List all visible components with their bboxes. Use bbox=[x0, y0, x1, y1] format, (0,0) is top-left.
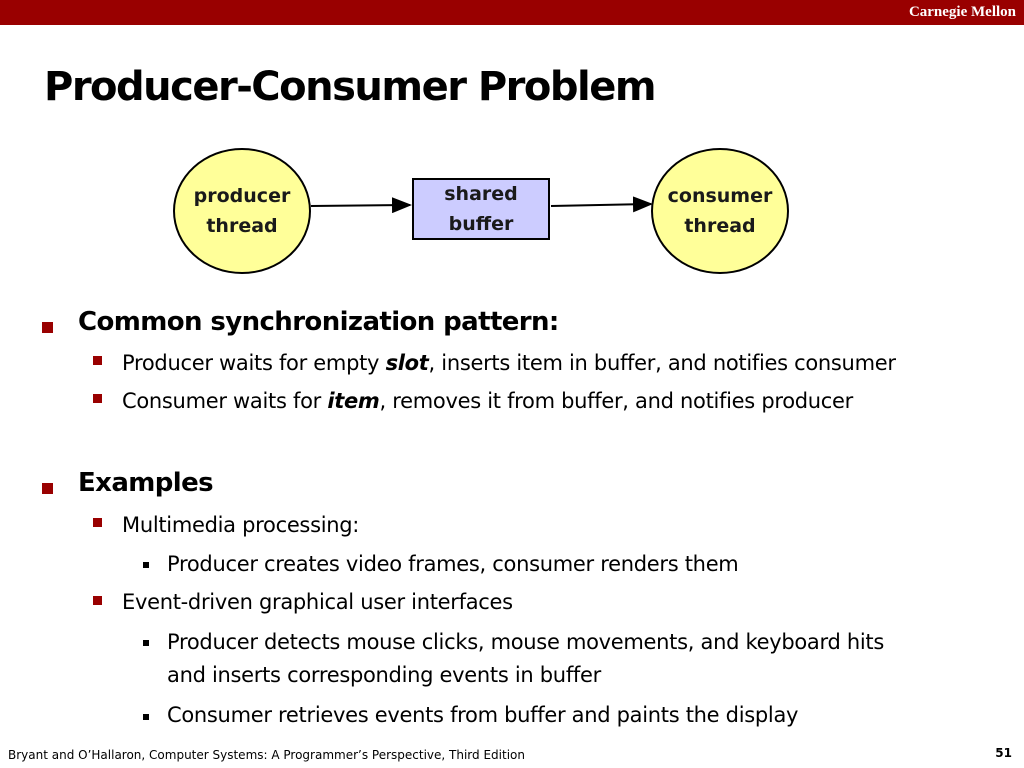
bullet-marker bbox=[143, 640, 149, 646]
arrow-buffer-to-consumer bbox=[550, 196, 653, 213]
example-gui: Event-driven graphical user interfaces bbox=[122, 590, 513, 614]
slide-title: Producer-Consumer Problem bbox=[44, 64, 657, 110]
text-run: Producer waits for empty bbox=[122, 351, 386, 375]
emphasis-slot: slot bbox=[385, 351, 429, 375]
producer-thread-label-1: producer bbox=[193, 185, 291, 207]
example-gui-detail-1-cont: and inserts corresponding events in buff… bbox=[167, 663, 601, 687]
section-heading-pattern: Common synchronization pattern: bbox=[78, 307, 559, 337]
bullet-marker bbox=[143, 562, 149, 568]
consumer-thread-label-2: thread bbox=[684, 215, 756, 237]
bullet-marker bbox=[93, 596, 102, 605]
text-run: , inserts item in buffer, and notifies c… bbox=[428, 351, 896, 375]
shared-buffer-node: shared buffer bbox=[412, 178, 550, 240]
example-gui-detail-1: Producer detects mouse clicks, mouse mov… bbox=[167, 630, 884, 654]
bullet-marker bbox=[93, 356, 102, 365]
footer-citation: Bryant and O’Hallaron, Computer Systems:… bbox=[8, 748, 525, 762]
shared-buffer-label-1: shared bbox=[444, 183, 518, 205]
bullet-marker bbox=[42, 483, 53, 494]
bullet-marker bbox=[93, 518, 102, 527]
consumer-thread-node: consumer thread bbox=[651, 148, 789, 274]
example-multimedia: Multimedia processing: bbox=[122, 513, 360, 537]
producer-thread-node: producer thread bbox=[173, 148, 311, 274]
consumer-thread-label-1: consumer bbox=[667, 185, 773, 207]
text-run: Consumer waits for bbox=[122, 389, 328, 413]
arrow-producer-to-buffer bbox=[310, 197, 412, 214]
shared-buffer-label-2: buffer bbox=[448, 213, 514, 235]
pattern-item-producer: Producer waits for empty slot, inserts i… bbox=[122, 351, 896, 375]
diagram-arrows bbox=[310, 196, 653, 214]
bullet-marker bbox=[143, 714, 149, 720]
example-multimedia-detail: Producer creates video frames, consumer … bbox=[167, 552, 739, 576]
pattern-item-consumer: Consumer waits for item, removes it from… bbox=[122, 389, 853, 413]
page-number: 51 bbox=[995, 746, 1012, 760]
bullet-marker bbox=[42, 322, 53, 333]
header-bar: Carnegie Mellon bbox=[0, 0, 1024, 25]
brand-label: Carnegie Mellon bbox=[908, 4, 1016, 20]
section-heading-examples: Examples bbox=[78, 468, 214, 498]
bullet-marker bbox=[93, 394, 102, 403]
producer-thread-label-2: thread bbox=[206, 215, 278, 237]
example-gui-detail-2: Consumer retrieves events from buffer an… bbox=[167, 703, 799, 727]
emphasis-item: item bbox=[327, 389, 380, 413]
text-run: , removes it from buffer, and notifies p… bbox=[379, 389, 854, 413]
